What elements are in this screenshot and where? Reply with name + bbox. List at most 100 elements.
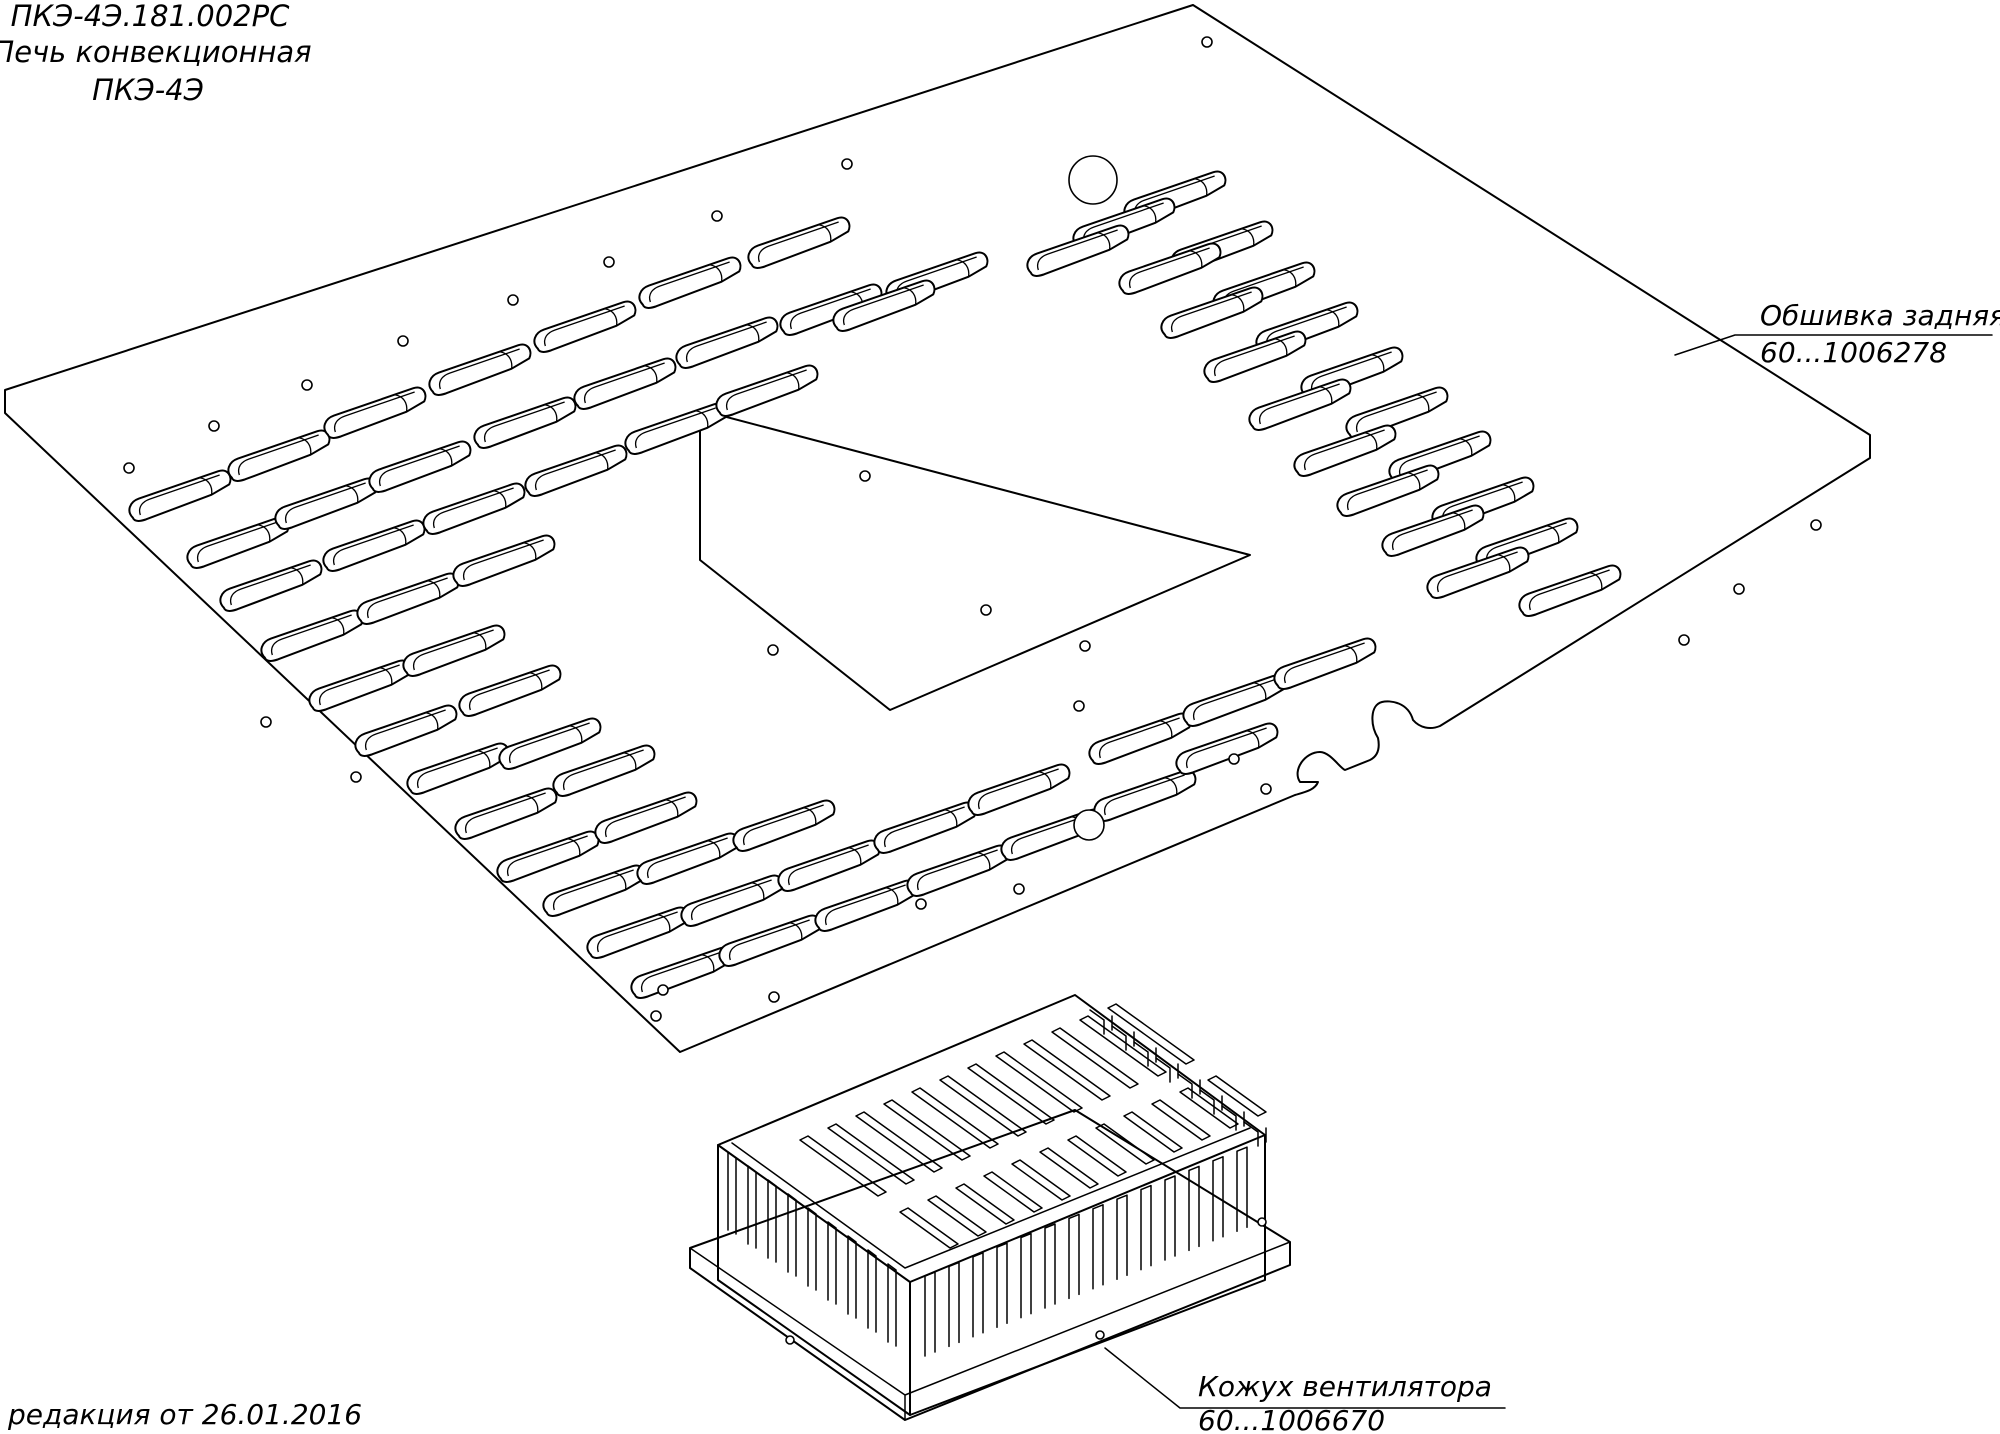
fan-cover-inner-edge	[731, 1127, 1251, 1269]
fan-fin	[1243, 1121, 1267, 1147]
product-model: ПКЭ-4Э	[92, 73, 204, 107]
louver	[747, 216, 851, 269]
mounting-hole	[650, 1010, 662, 1022]
mounting-hole	[397, 335, 409, 347]
mounting-hole	[841, 158, 853, 170]
louver	[573, 357, 677, 410]
rear-panel	[4, 4, 1871, 1053]
fan-slot	[1123, 1111, 1183, 1153]
louver	[636, 832, 740, 885]
doc-code: ПКЭ-4Э.181.002РС	[11, 0, 290, 33]
louver	[452, 534, 556, 587]
product-name: Печь конвекционная	[0, 35, 312, 69]
fan-fin	[996, 1242, 1008, 1328]
part-2-name: Кожух вентилятора	[1198, 1370, 1492, 1403]
louver	[1293, 424, 1397, 477]
louver	[1093, 769, 1197, 822]
louver	[368, 440, 472, 493]
fan-fin	[972, 1252, 984, 1338]
fan-slot	[927, 1195, 987, 1237]
fan-fin	[1116, 1194, 1128, 1280]
fan-cover-leader	[1104, 1347, 1506, 1409]
fan-slot	[883, 1099, 971, 1161]
fan-fin	[727, 1151, 737, 1235]
fan-slot	[983, 1171, 1043, 1213]
fan-cover-hole	[1095, 1330, 1105, 1340]
fan-fin	[1133, 1041, 1157, 1067]
louver	[675, 316, 779, 369]
louver	[308, 659, 412, 712]
louver	[454, 787, 558, 840]
louver	[1381, 504, 1485, 557]
fan-fin	[1221, 1105, 1245, 1131]
fan-slot	[1151, 1099, 1211, 1141]
fan-fin	[1188, 1165, 1200, 1252]
fan-fin	[948, 1261, 960, 1348]
fan-slot	[827, 1123, 915, 1185]
louver	[1273, 637, 1377, 690]
fan-fin	[924, 1271, 936, 1357]
fan-slot	[1107, 1003, 1195, 1065]
mounting-hole	[301, 379, 313, 391]
fan-fin	[1199, 1089, 1223, 1115]
fan-fin	[847, 1235, 857, 1319]
fan-slot	[967, 1063, 1055, 1125]
mounting-hole	[1810, 519, 1822, 531]
fan-slot	[955, 1183, 1015, 1225]
fan-slot	[799, 1135, 887, 1197]
louver	[1160, 286, 1264, 339]
louver	[624, 402, 728, 455]
fan-fin	[1140, 1184, 1152, 1271]
louver	[1345, 386, 1449, 439]
louver	[873, 801, 977, 854]
mounting-hole	[711, 210, 723, 222]
mounting-hole	[980, 604, 992, 616]
rear-panel-round-hole	[1073, 809, 1105, 841]
fan-cover-hole	[785, 1335, 795, 1345]
mounting-hole	[915, 898, 927, 910]
fan-slot	[1207, 1075, 1267, 1117]
louver	[1426, 546, 1530, 599]
louver	[473, 396, 577, 449]
mounting-hole	[350, 771, 362, 783]
louver	[552, 744, 656, 797]
louver	[354, 704, 458, 757]
fan-slot	[995, 1051, 1083, 1113]
louver	[680, 874, 784, 927]
fan-fin	[1155, 1057, 1179, 1083]
fan-cover-box-edges	[717, 1134, 1266, 1416]
louver	[496, 830, 600, 883]
fan-fin	[1020, 1232, 1032, 1319]
fan-fin	[1044, 1223, 1056, 1309]
fan-fin	[1068, 1213, 1080, 1300]
fan-slot	[1067, 1135, 1127, 1177]
fan-slot	[1011, 1159, 1071, 1201]
fan-slot	[1095, 1123, 1155, 1165]
louver	[428, 343, 532, 396]
mounting-hole	[507, 294, 519, 306]
louver	[219, 559, 323, 612]
rear-panel-mounting-holes	[123, 36, 1822, 1022]
part-2-number: 60...1006670	[1198, 1404, 1385, 1434]
fan-slot	[939, 1075, 1027, 1137]
louver	[186, 516, 290, 569]
louver	[260, 609, 364, 662]
louver	[1175, 722, 1279, 775]
louver	[498, 717, 602, 770]
louver	[814, 879, 918, 932]
louver	[1026, 224, 1130, 277]
fan-fin	[1212, 1156, 1224, 1242]
fan-fin	[1164, 1175, 1176, 1261]
louver	[732, 799, 836, 852]
fan-slot	[1179, 1087, 1239, 1129]
louver	[715, 364, 819, 417]
fan-fin	[1236, 1146, 1248, 1232]
louver	[1336, 464, 1440, 517]
fan-slot	[1079, 1015, 1167, 1077]
louver	[356, 572, 460, 625]
mounting-hole	[260, 716, 272, 728]
louver	[1182, 674, 1286, 727]
rear-panel-round-hole	[1068, 155, 1118, 205]
louver	[638, 256, 742, 309]
fan-fin	[747, 1165, 757, 1249]
